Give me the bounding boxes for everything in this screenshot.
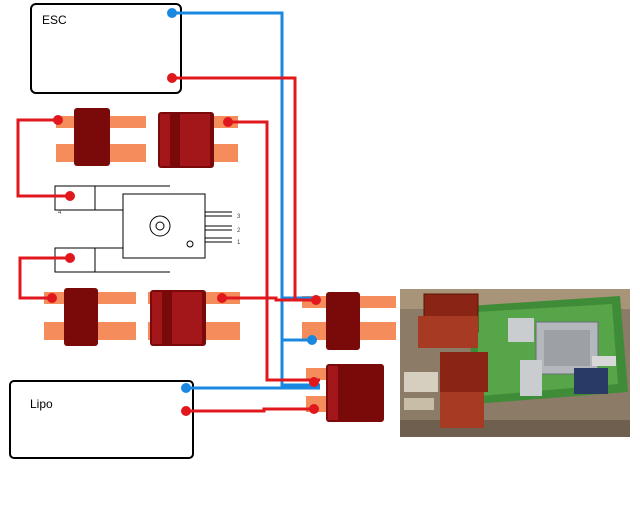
terminal-dots-negative — [167, 8, 317, 393]
side-mark-label: 4 — [58, 210, 62, 216]
current-sensor-drawing — [54, 185, 232, 273]
esc-box: ESC — [30, 3, 182, 94]
pin-1-label: 1 — [237, 240, 241, 246]
connector-lipo-side — [326, 364, 384, 422]
terminal-dots-positive — [47, 73, 321, 416]
pin-3-label: 3 — [237, 214, 241, 220]
positive-wires — [16, 76, 320, 413]
pin-2-label: 2 — [237, 228, 241, 234]
connector-top-left — [74, 108, 110, 166]
connector-esc-side — [326, 292, 360, 350]
connector-bottom-left — [64, 288, 98, 346]
esc-label: ESC — [42, 13, 67, 27]
sensor-board-photo — [400, 289, 630, 437]
lipo-label: Lipo — [30, 397, 53, 411]
negative-wires — [172, 11, 320, 390]
lipo-box: Lipo — [9, 380, 194, 459]
